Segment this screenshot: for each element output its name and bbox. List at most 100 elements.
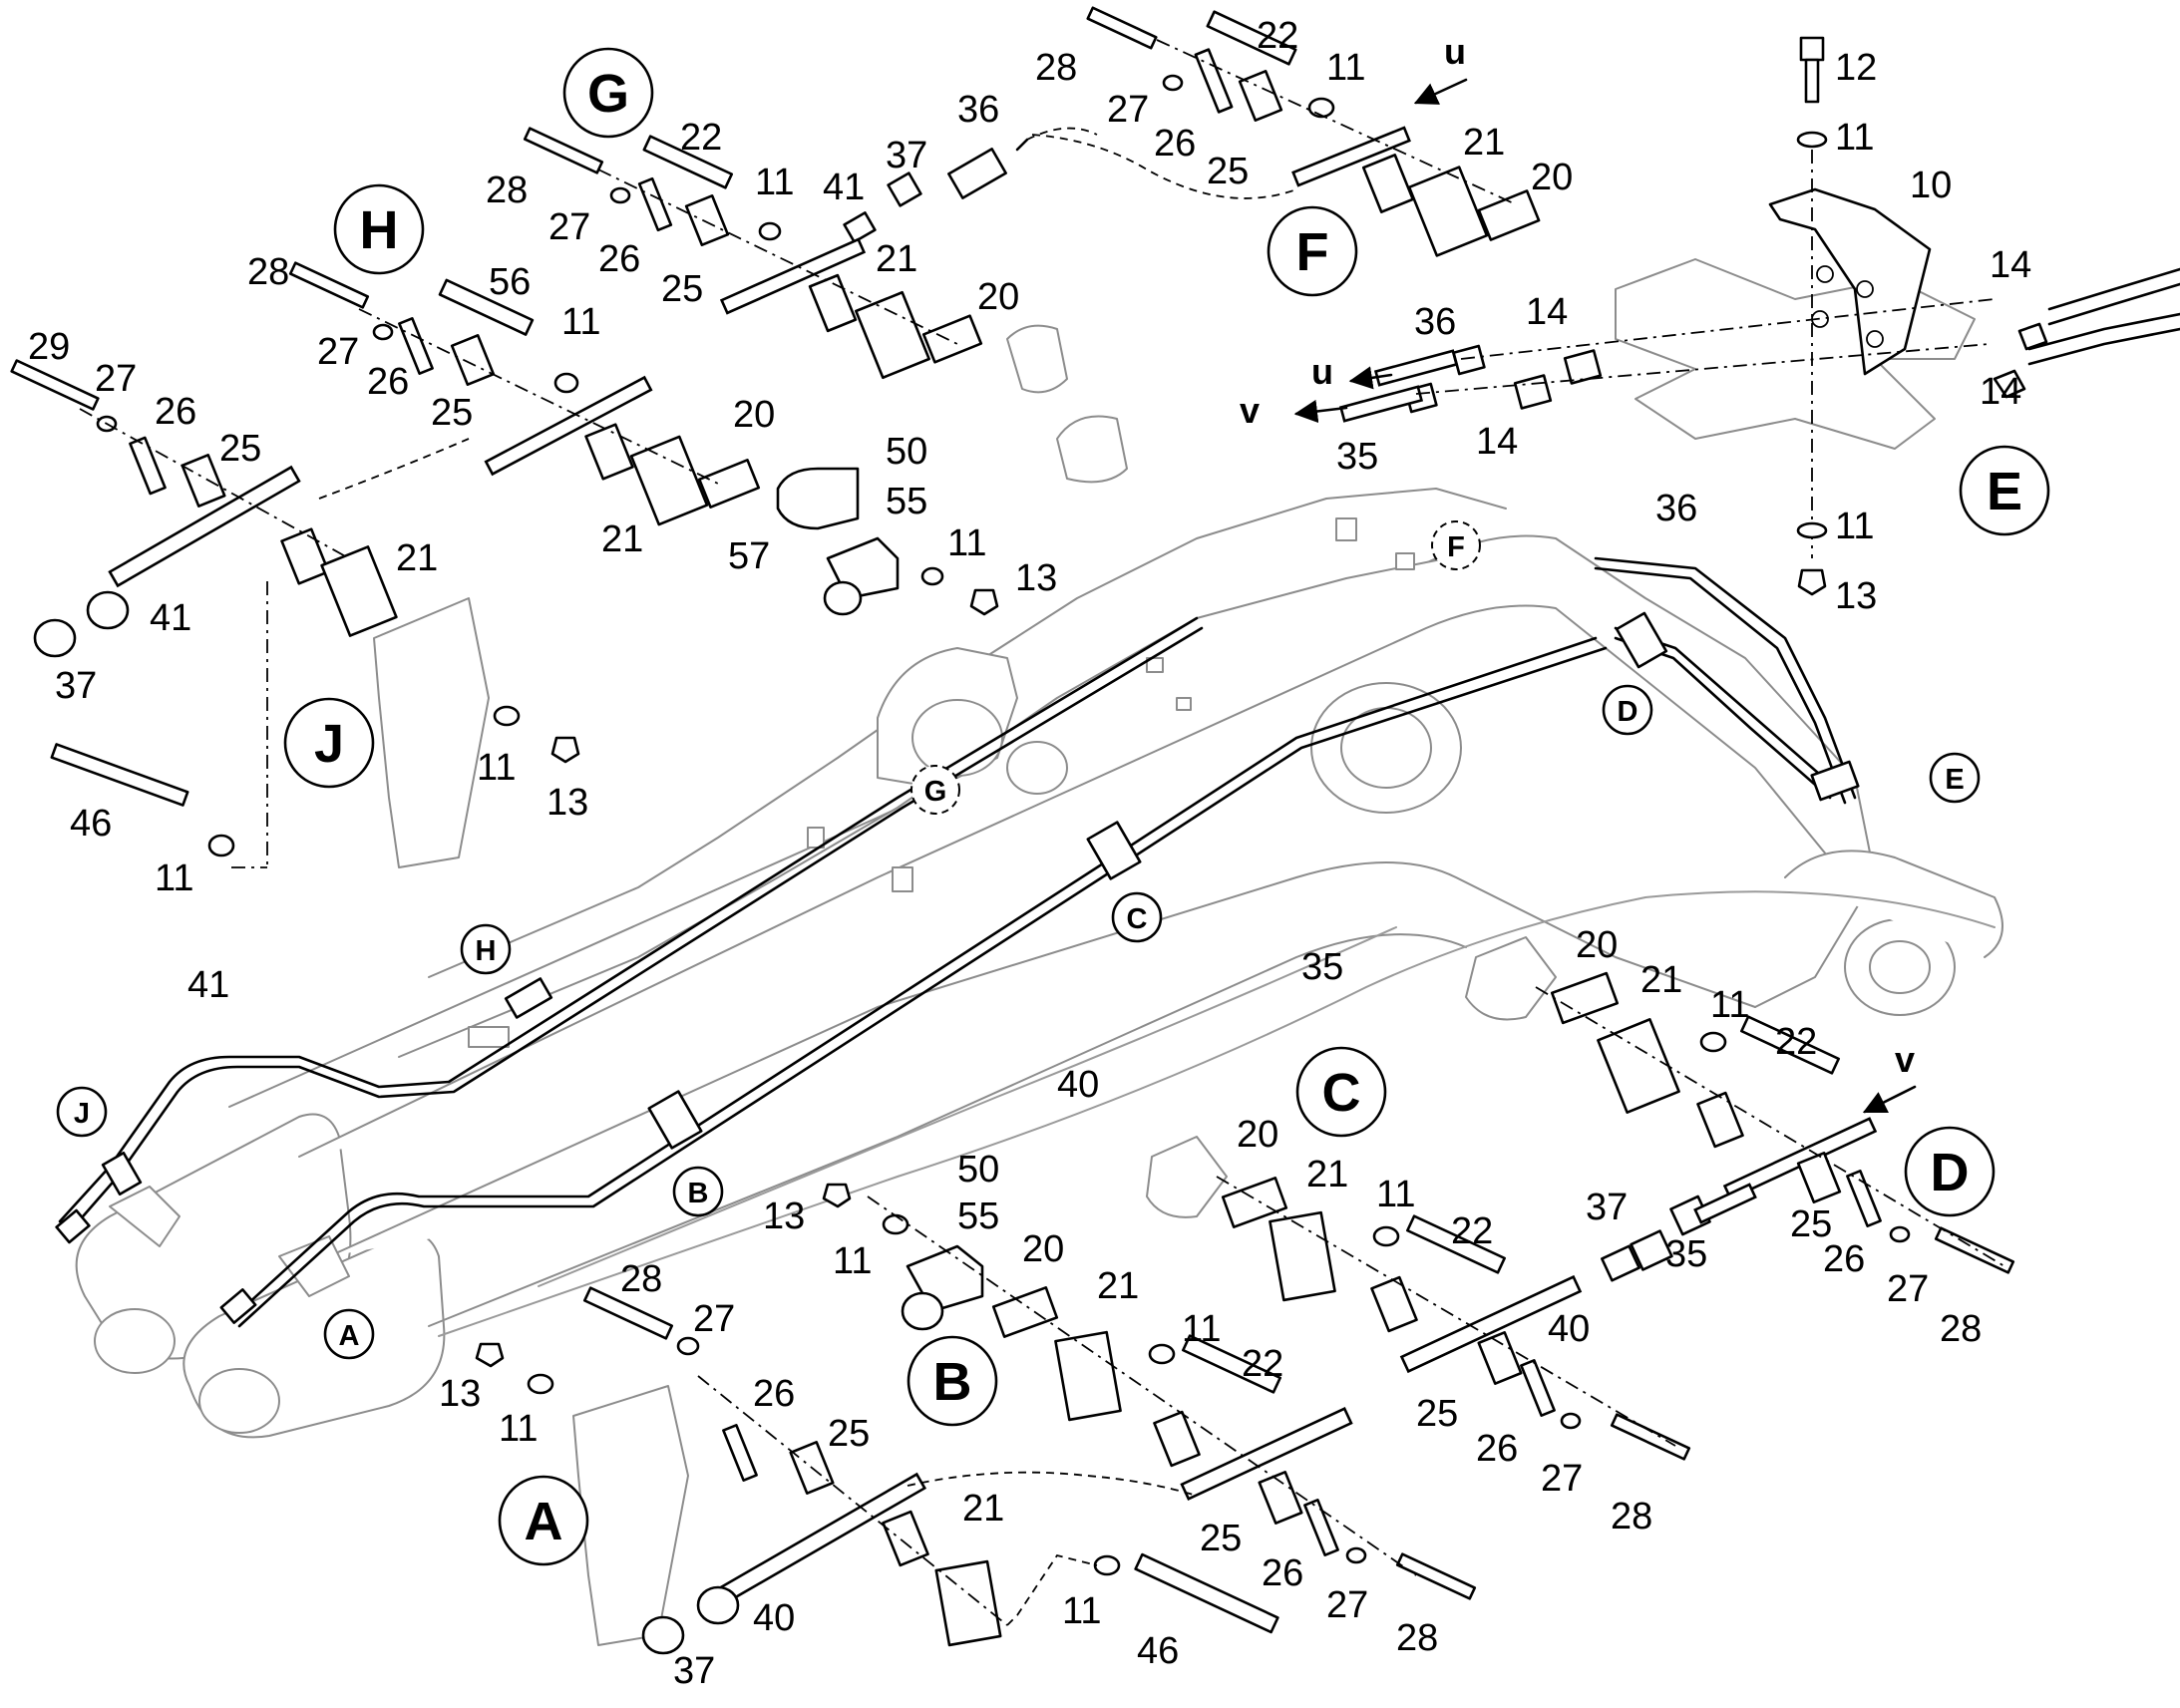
- callout-13: 13: [763, 1196, 805, 1237]
- callout-36: 36: [1414, 301, 1456, 343]
- callout-13: 13: [1835, 575, 1877, 617]
- callout-14: 14: [1476, 421, 1518, 463]
- callout-14: 14: [1980, 371, 2021, 413]
- flow-label-v-e: v: [1240, 390, 1260, 431]
- callout-36: 36: [1655, 488, 1697, 529]
- callout-11: 11: [1182, 1308, 1221, 1350]
- callout-28: 28: [1035, 47, 1077, 89]
- callout-11: 11: [1062, 1590, 1101, 1632]
- callout-45: 50: [886, 431, 927, 473]
- callout-11: 11: [947, 522, 986, 564]
- callout-41: 41: [150, 597, 191, 639]
- callout-37: 37: [673, 1650, 715, 1692]
- callout-25: 25: [1200, 1518, 1242, 1559]
- callout-27: 27: [1107, 89, 1149, 131]
- detail-f-parts: [1031, 6, 1541, 257]
- callout-20: 20: [1576, 924, 1618, 966]
- callout-11: 11: [561, 301, 600, 343]
- callout-46: 55: [957, 1196, 999, 1237]
- boom-marker-C: C: [1127, 903, 1148, 935]
- callout-45: 50: [957, 1149, 999, 1191]
- callout-28: 28: [486, 170, 528, 211]
- callout-21: 21: [601, 518, 643, 560]
- callout-20: 20: [1237, 1114, 1278, 1156]
- callout-11: 11: [755, 162, 794, 203]
- detail-label-C: C: [1322, 1063, 1361, 1123]
- boom-marker-E: E: [1945, 764, 1964, 796]
- callout-13: 13: [1015, 557, 1057, 599]
- callout-22: 22: [1775, 1021, 1817, 1063]
- callout-10: 10: [1910, 165, 1952, 206]
- boom-markers: A B C D E F G H J: [56, 520, 1981, 1360]
- callout-25: 25: [1207, 151, 1249, 192]
- callout-20: 20: [733, 394, 775, 436]
- boom-marker-H: H: [476, 935, 497, 967]
- flow-arrow-labels: u v u v: [1240, 31, 1915, 1080]
- callout-27: 27: [693, 1298, 735, 1340]
- callout-20: 20: [1531, 157, 1573, 198]
- callout-35: 35: [1301, 946, 1343, 988]
- callout-55: 57: [728, 535, 770, 577]
- callout-13: 13: [546, 782, 588, 824]
- flow-label-v-d: v: [1895, 1039, 1915, 1080]
- detail-label-B: B: [933, 1352, 972, 1412]
- callout-22: 22: [1451, 1210, 1493, 1252]
- callout-21: 21: [396, 537, 438, 579]
- callout-14: 14: [1526, 291, 1568, 333]
- callout-26: 26: [598, 238, 640, 280]
- callout-35: 35: [1336, 436, 1378, 478]
- callout-26: 26: [367, 361, 409, 403]
- callout-22: 22: [680, 117, 722, 159]
- callout-37: 37: [1586, 1187, 1628, 1228]
- callout-50: 46: [70, 803, 112, 845]
- callout-41: 41: [187, 964, 229, 1006]
- detail-g-parts: [523, 127, 1128, 484]
- callout-37: 37: [886, 135, 927, 176]
- callout-25: 25: [431, 392, 473, 434]
- callout-11: 11: [477, 747, 516, 789]
- callout-25: 25: [1416, 1393, 1458, 1435]
- callout-28: 28: [620, 1258, 662, 1300]
- boom-marker-G: G: [924, 776, 947, 808]
- callout-12: 12: [1835, 47, 1877, 89]
- callout-11: 11: [1710, 984, 1749, 1026]
- detail-c-parts: [1146, 1136, 1757, 1461]
- callout-21: 21: [1097, 1265, 1139, 1307]
- detail-e-parts: [1293, 36, 2180, 596]
- callout-28: 28: [247, 251, 289, 293]
- detail-b-parts: [822, 1183, 1477, 1600]
- callout-26: 26: [1823, 1238, 1865, 1280]
- callout-11: 11: [499, 1408, 538, 1450]
- callout-27: 27: [95, 358, 137, 400]
- boom-hydraulic-lines: [55, 556, 1860, 1328]
- callout-46: 55: [886, 481, 927, 522]
- callout-11: 11: [1326, 47, 1365, 89]
- boom-marker-A: A: [339, 1320, 360, 1352]
- callout-21: 21: [876, 238, 917, 280]
- callout-26: 26: [155, 391, 196, 433]
- boom-marker-D: D: [1618, 696, 1638, 728]
- callout-27: 27: [548, 206, 590, 248]
- detail-label-H: H: [360, 200, 399, 260]
- callout-11: 11: [1376, 1174, 1415, 1215]
- detail-label-A: A: [525, 1492, 563, 1551]
- callout-22: 22: [1257, 15, 1298, 57]
- callout-41: 41: [823, 167, 865, 208]
- callout-11: 11: [155, 857, 193, 899]
- callout-26: 26: [753, 1373, 795, 1415]
- detail-label-J: J: [314, 714, 344, 774]
- callout-21: 21: [1306, 1154, 1348, 1196]
- callout-25: 25: [1790, 1203, 1832, 1245]
- callout-25: 25: [219, 428, 261, 470]
- flow-label-u-e: u: [1311, 351, 1333, 392]
- detail-a-parts: [475, 1286, 1279, 1655]
- callout-27: 27: [317, 331, 359, 373]
- detail-labels: A B C D E F G H J: [283, 47, 2050, 1566]
- callout-11: 11: [833, 1240, 872, 1282]
- callout-37: 37: [55, 665, 97, 707]
- callout-35: 35: [1665, 1233, 1707, 1275]
- detail-d-parts: [1465, 936, 2015, 1274]
- callout-27: 27: [1541, 1458, 1583, 1500]
- callout-25: 25: [828, 1413, 870, 1455]
